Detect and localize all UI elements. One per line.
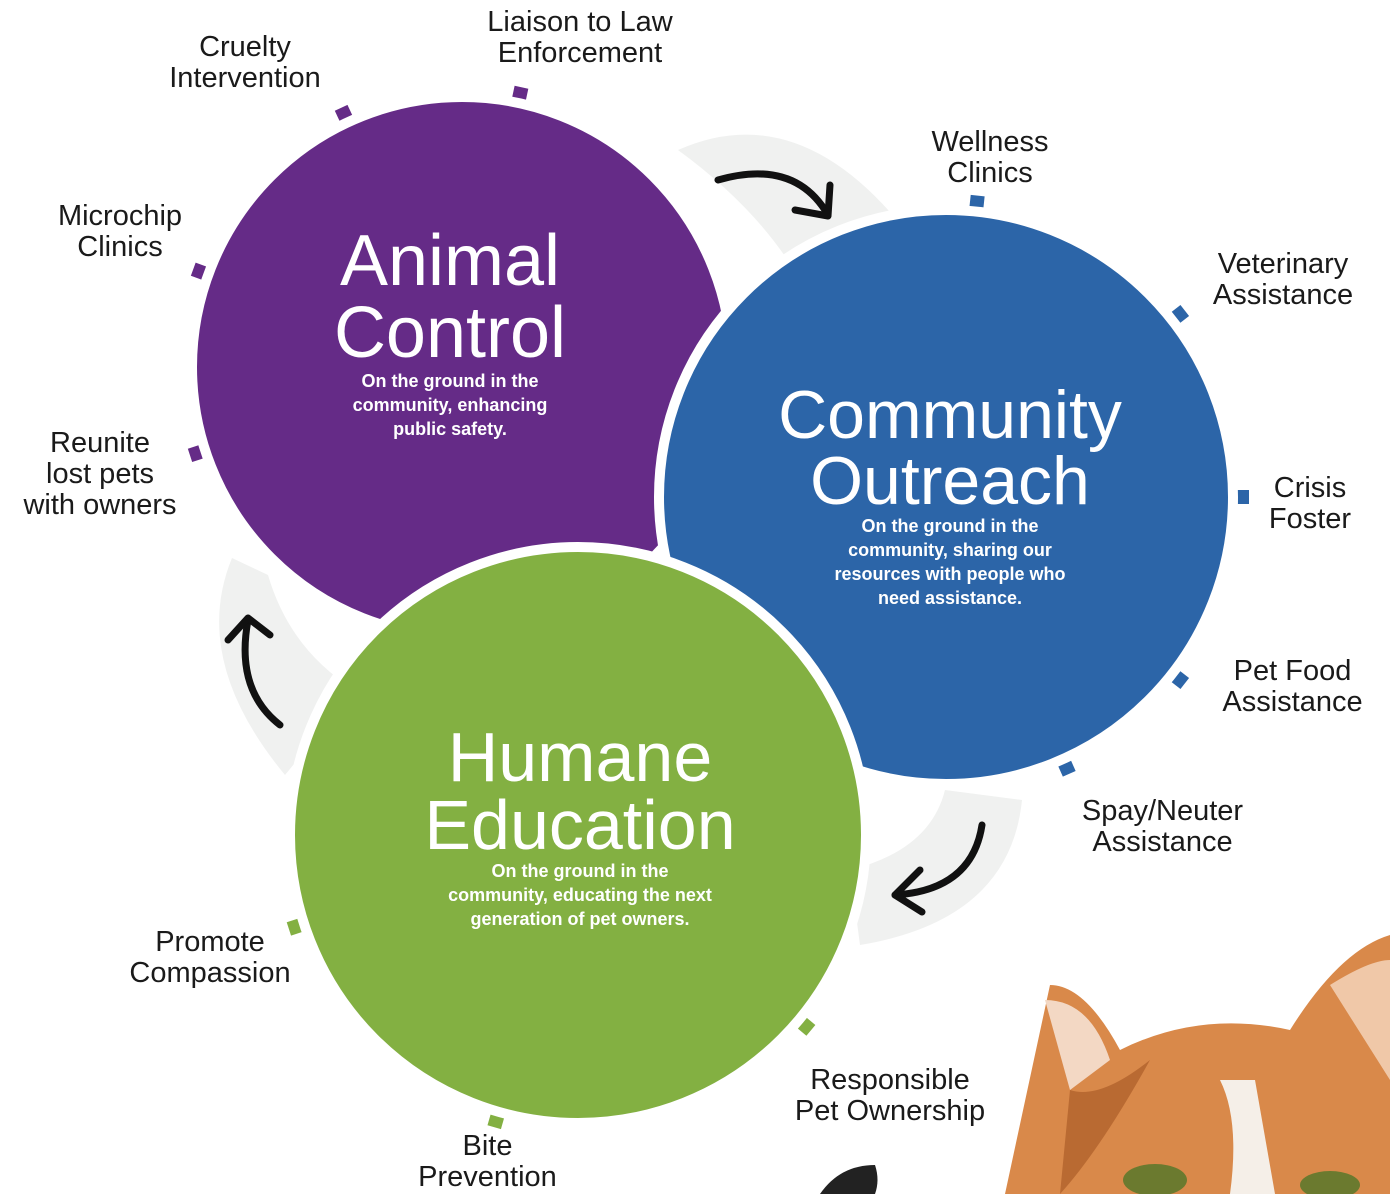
label-bite-prevention: Bite Prevention [418,1130,557,1193]
animal-control-text: Animal Control On the ground in the comm… [290,225,610,441]
curved-arrow-down-left-icon [891,821,986,916]
label-responsible-pet-ownership: Responsible Pet Ownership [794,1064,986,1127]
label-liaison-law-enforcement: Liaison to Law Enforcement [487,6,673,69]
label-crisis-foster: Crisis Foster [1268,472,1352,535]
label-promote-compassion: Promote Compassion [129,926,291,989]
label-cruelty-intervention: Cruelty Intervention [169,31,321,94]
curved-arrow-right-icon [714,170,834,220]
label-spay-neuter-assistance: Spay/Neuter Assistance [1081,795,1244,858]
label-reunite-lost-pets: Reunite lost pets with owners [23,427,177,521]
label-wellness-clinics: Wellness Clinics [931,126,1049,189]
connector-band-bottom [850,790,1022,945]
label-microchip-clinics: Microchip Clinics [57,200,183,263]
community-outreach-circle [654,205,1238,789]
label-pet-food-assistance: Pet Food Assistance [1222,655,1363,718]
curved-arrow-up-icon [224,614,284,729]
community-outreach-subtitle: On the ground in the community, sharing … [834,516,1066,608]
label-veterinary-assistance: Veterinary Assistance [1212,248,1354,311]
humane-education-circle [285,542,871,1128]
cat-photo [820,935,1390,1194]
humane-education-subtitle: On the ground in the community, educatin… [448,861,712,929]
animal-control-title: Animal Control [333,221,567,373]
community-outreach-text: Community Outreach On the ground in the … [730,377,1170,610]
humane-education-title: Humane Education [424,718,736,864]
humane-education-text: Humane Education On the ground in the co… [390,718,770,931]
animal-control-subtitle: On the ground in the community, enhancin… [352,371,548,439]
community-outreach-title: Community Outreach [778,377,1122,519]
